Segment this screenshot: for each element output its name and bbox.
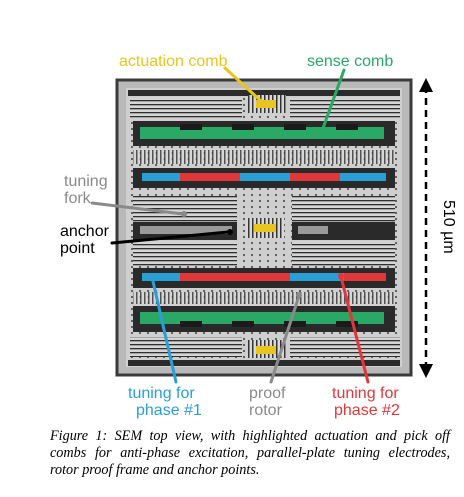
sem-figure: actuation comb sense comb tuning fork an…: [60, 53, 457, 419]
tuning-electrode-phase1-top-left: [142, 173, 180, 181]
label-proof-rotor-1: proof: [249, 385, 286, 402]
actuation-comb-bottom: [256, 346, 276, 354]
tuning-electrode-phase2-bottom-right: [344, 273, 386, 281]
sem-image: [115, 78, 413, 377]
leader-lines: [90, 66, 370, 384]
tuning-electrode-phase2-bottom: [180, 273, 290, 281]
label-proof-rotor-2: rotor: [249, 402, 283, 419]
label-sense-comb: sense comb: [307, 53, 393, 70]
label-tuning-phase1-2: phase #1: [136, 402, 202, 419]
label-tuning-phase2-2: phase #2: [334, 402, 400, 419]
actuation-comb-middle: [254, 224, 276, 232]
tuning-electrode-phase1-bottom: [142, 273, 180, 281]
label-tuning-phase2-1: tuning for: [332, 385, 399, 402]
tuning-electrode-phase1-top-mid: [240, 173, 290, 181]
label-tuning-fork-1: tuning: [64, 173, 108, 190]
scale-bar: [419, 78, 433, 378]
label-anchor-point-2: point: [60, 240, 95, 257]
figure-caption: Figure 1: SEM top view, with highlighted…: [50, 428, 450, 479]
tuning-electrode-phase1-top-right: [340, 173, 386, 181]
label-scale: 510 µm: [440, 200, 457, 254]
label-actuation-comb: actuation comb: [119, 53, 228, 70]
label-tuning-phase1-1: tuning for: [128, 385, 195, 402]
tuning-electrode-phase2-top: [180, 173, 240, 181]
tuning-electrode-phase2-top-right: [290, 173, 340, 181]
tuning-electrode-phase1-bottom-right: [290, 273, 344, 281]
label-tuning-fork-2: fork: [64, 190, 92, 207]
label-anchor-point-1: anchor: [60, 223, 110, 240]
caption-text: Figure 1: SEM top view, with highlighted…: [50, 428, 450, 478]
